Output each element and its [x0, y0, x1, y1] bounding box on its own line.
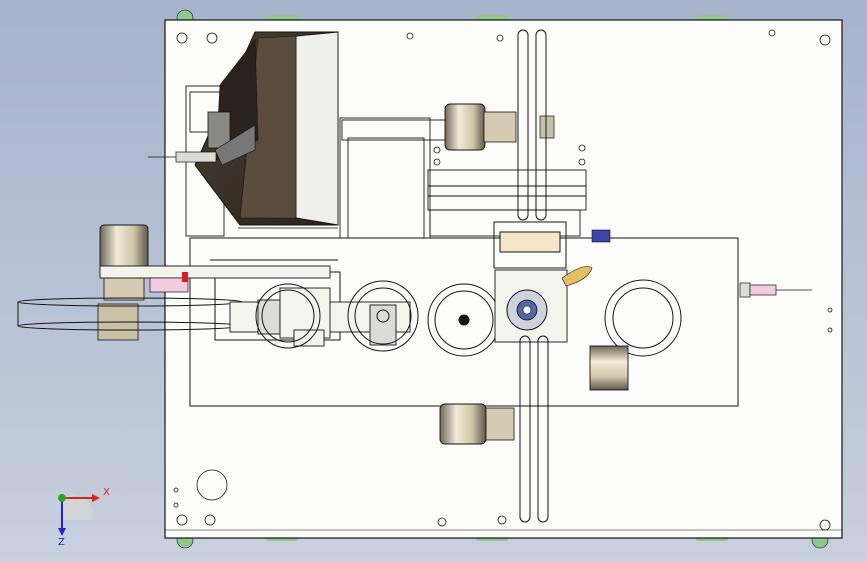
- vertical-belts: [493, 29, 567, 523]
- rotary-disc-1[interactable]: [255, 283, 321, 349]
- air-fitting: [148, 151, 217, 163]
- left-motor[interactable]: [97, 224, 331, 341]
- rotary-disc-4[interactable]: [604, 279, 682, 357]
- axis-z-label: Z: [58, 537, 65, 548]
- rotary-disc-2[interactable]: [347, 280, 419, 352]
- coordinate-triad: [58, 494, 100, 536]
- blue-part: [591, 229, 611, 243]
- gear-hub[interactable]: [494, 269, 568, 343]
- gold-part: [561, 266, 593, 287]
- top-motor[interactable]: [444, 103, 555, 151]
- axis-x-label: X: [103, 487, 110, 498]
- rotary-disc-3[interactable]: [427, 283, 501, 357]
- bottom-motor[interactable]: [439, 345, 629, 445]
- feed-hopper[interactable]: [194, 31, 339, 229]
- right-connector: [739, 282, 812, 298]
- mounting-holes: [173, 29, 833, 531]
